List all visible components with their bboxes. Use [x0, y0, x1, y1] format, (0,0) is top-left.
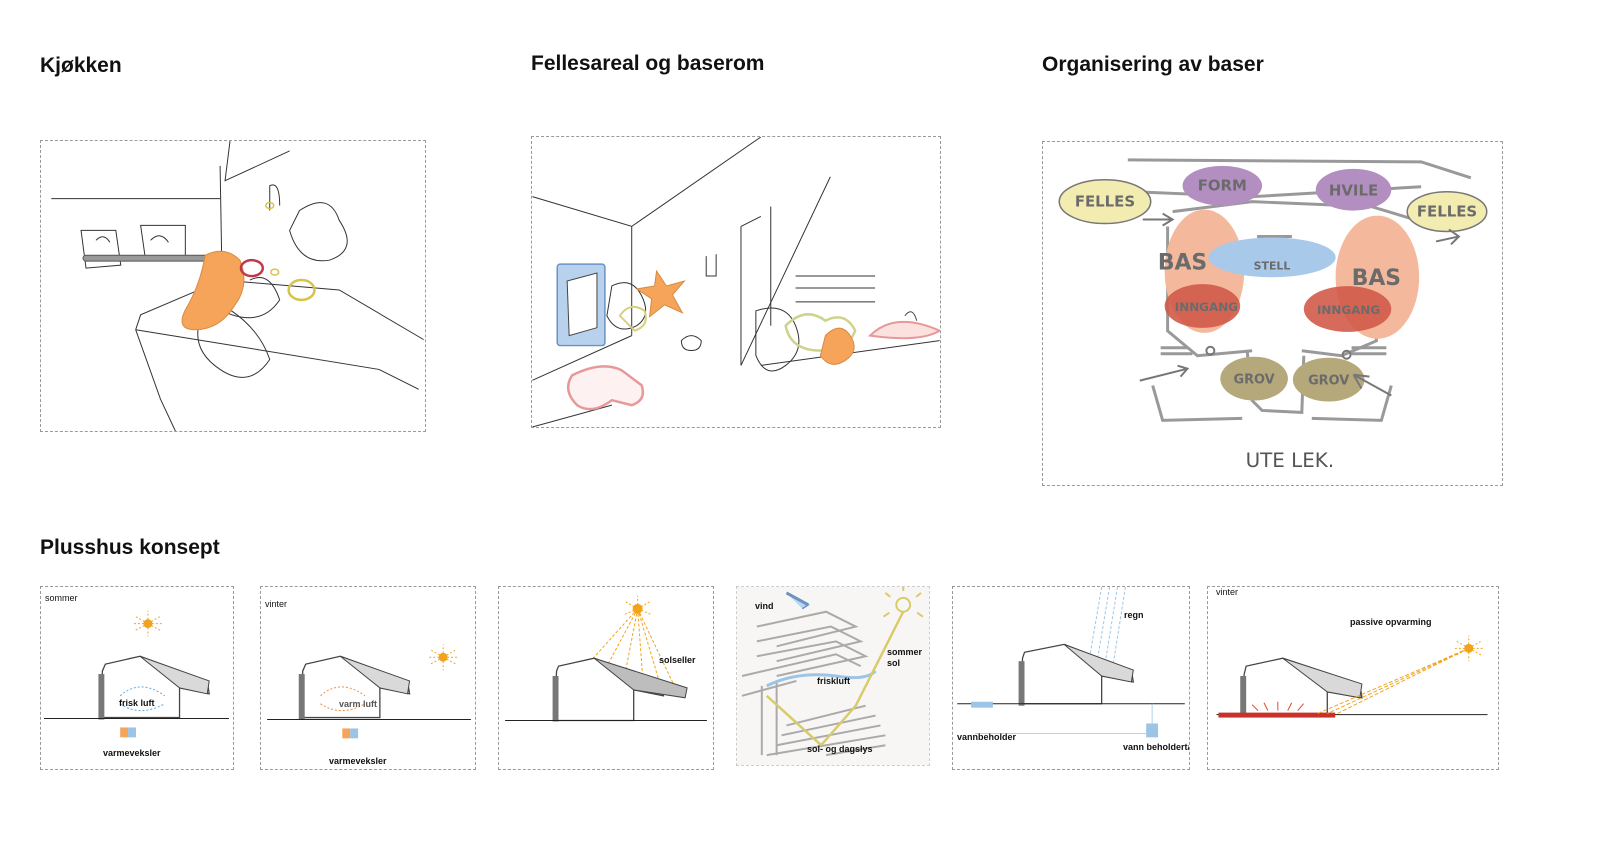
season-label-winter-2: vinter: [1216, 587, 1239, 597]
heat-exchanger-label-2: varmeveksler: [329, 756, 387, 766]
house-section-rain: [957, 587, 1185, 738]
bubble-stell: STELL: [1254, 259, 1291, 272]
bubble-uteleik: UTE LEK.: [1246, 449, 1335, 472]
bubble-grov-right: GROV: [1308, 374, 1349, 389]
rain-label: regn: [1124, 610, 1144, 620]
fresh-air-label-sketch: friskluft: [817, 676, 851, 686]
plusshus-panel-winter: vinter varm luft varmeveksler: [260, 586, 476, 770]
kitchen-sketch: [40, 140, 426, 432]
organization-sketch: FELLES FORM HVILE FELLES BAS STELL BAS I…: [1042, 141, 1503, 486]
common-area-sketch: [531, 136, 941, 428]
bubble-inngang-left: INNGANG: [1175, 300, 1238, 314]
heading-plusshus: Plusshus konsept: [40, 536, 220, 559]
house-section-solar: [505, 595, 707, 722]
plusshus-panel-passive: vinter passive opvarming: [1207, 586, 1499, 770]
bubble-bas-right: BAS: [1352, 266, 1401, 291]
wind-label: vind: [755, 601, 774, 611]
passive-heating-label: passive opvarming: [1350, 617, 1432, 627]
season-label-winter: vinter: [265, 599, 288, 609]
bubble-form: FORM: [1198, 177, 1247, 195]
fresh-air-label: frisk luft: [119, 698, 155, 708]
common-area-drawing: [532, 137, 940, 427]
house-section-passive: [1216, 635, 1488, 718]
daylight-label: sol- og dagslys: [807, 744, 873, 754]
pink-blob: [566, 365, 645, 411]
summer-sun-label: sommer sol: [887, 647, 923, 668]
orange-figure: [819, 327, 855, 365]
water-container-label: vannbeholder: [957, 732, 1017, 742]
organization-drawing: FELLES FORM HVILE FELLES BAS STELL BAS I…: [1058, 158, 1488, 472]
wind-sun-sketch: [737, 587, 929, 765]
orange-blob: [181, 250, 245, 331]
plusshus-panel-rain: regn vannbeholder vann beholdertank: [952, 586, 1190, 770]
heat-exchanger-label-1: varmeveksler: [103, 748, 161, 758]
heading-organization: Organisering av baser: [1042, 53, 1264, 76]
bubble-felles-right: FELLES: [1417, 203, 1477, 221]
bubble-inngang-right: INNGANG: [1317, 303, 1380, 317]
bubble-bas-left: BAS: [1158, 250, 1207, 275]
heading-kitchen: Kjøkken: [40, 54, 122, 77]
bubble-hvile: HVILE: [1329, 182, 1378, 200]
warm-air-label: varm luft: [339, 699, 378, 709]
house-section-summer: [44, 610, 229, 738]
season-label-summer: sommer: [45, 593, 78, 603]
water-tank-label: vann beholdertank: [1123, 742, 1189, 752]
plusshus-panel-summer: sommer frisk luft varmeveksler: [40, 586, 234, 770]
kitchen-drawing: [51, 141, 424, 431]
house-section-winter: [267, 644, 471, 739]
bubble-grov-left: GROV: [1234, 373, 1275, 388]
orange-star: [635, 269, 686, 318]
plusshus-panel-solar: solseller: [498, 586, 714, 770]
plusshus-panel-wind-sun: vind sommer sol friskluft sol- og dagsly…: [736, 586, 930, 766]
heading-common-area: Fellesareal og baserom: [531, 52, 765, 75]
bubble-felles-left: FELLES: [1075, 193, 1135, 211]
solar-cells-label: solseller: [659, 655, 696, 665]
